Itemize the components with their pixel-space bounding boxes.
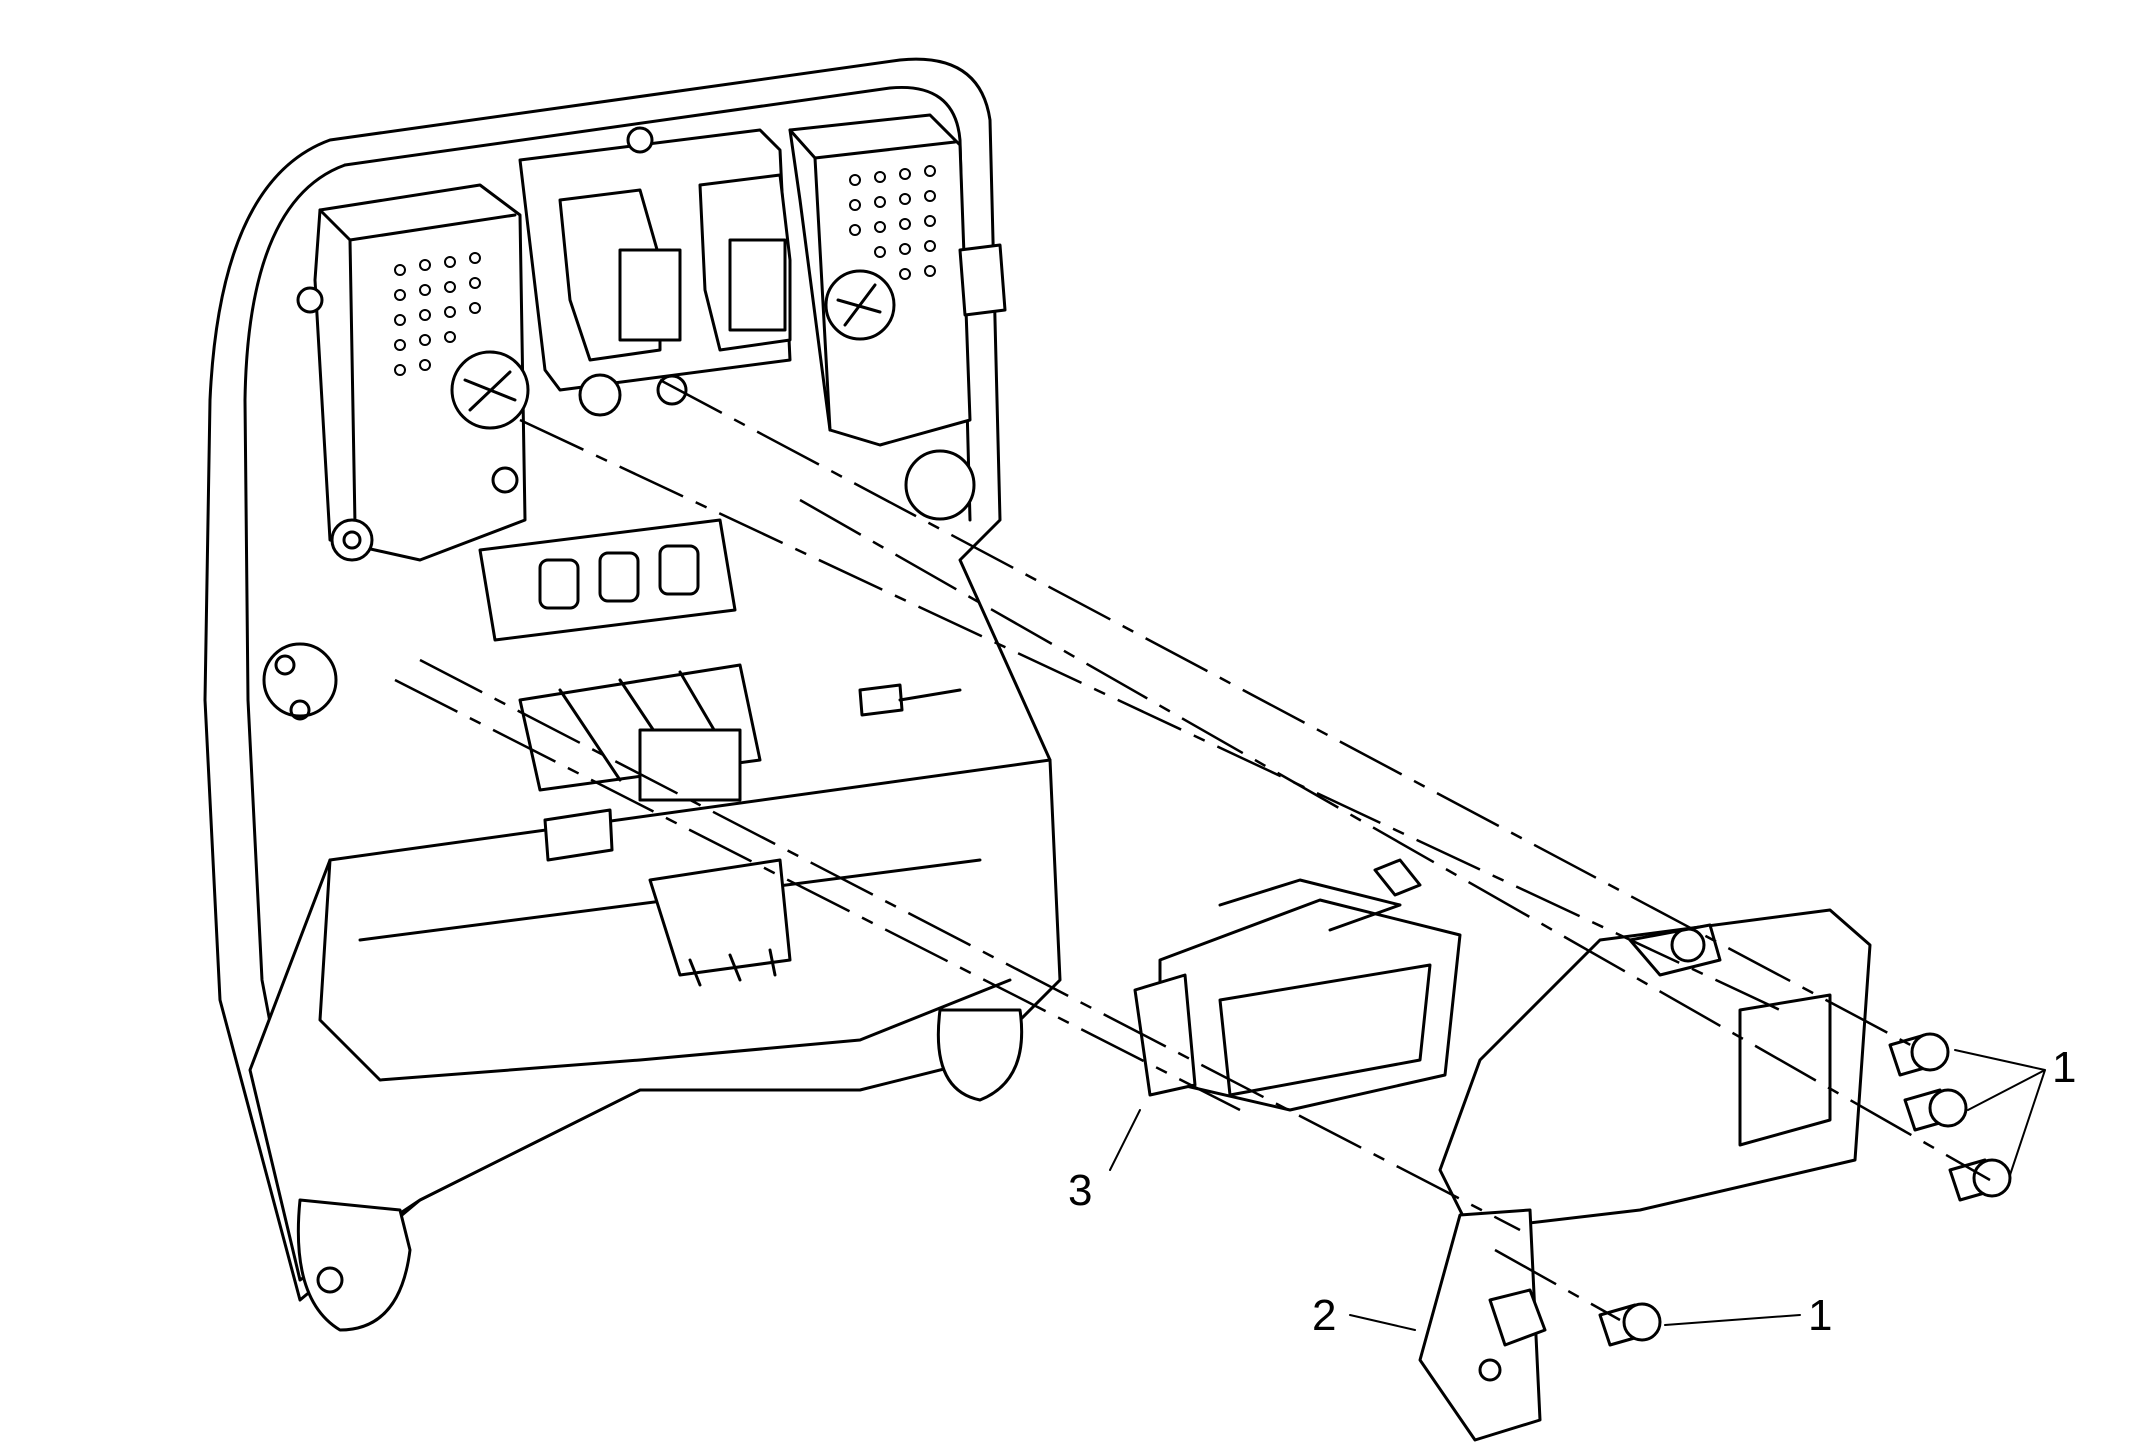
left-lamp-assembly (262, 183, 530, 721)
callout-label-3: 3 (1068, 1166, 1092, 1215)
callout-label-1-single: 1 (1808, 1291, 1832, 1340)
fasteners-right (1888, 1032, 2012, 1202)
center-connector-block (478, 518, 962, 987)
module-component (1133, 858, 1462, 1112)
alignment-lines (394, 378, 1991, 1322)
callout-1-right: 1 (1954, 1043, 2076, 1176)
center-switch-block (518, 126, 792, 417)
callout-3: 3 (1068, 1109, 1141, 1215)
right-vent-grid (849, 165, 936, 280)
fastener-single (1598, 1302, 1662, 1347)
right-lamp-assembly (788, 113, 1007, 521)
callout-label-2: 2 (1312, 1291, 1336, 1340)
left-vent-grid (394, 252, 481, 376)
callout-1-single: 1 (1664, 1291, 1832, 1340)
screw-1 (1888, 1032, 1950, 1077)
callout-2: 2 (1312, 1291, 1416, 1340)
cover-bracket (1418, 908, 1872, 1442)
screw-3 (1948, 1158, 2012, 1202)
screw-2 (1903, 1088, 1968, 1132)
callout-label-1-right: 1 (2052, 1043, 2076, 1092)
